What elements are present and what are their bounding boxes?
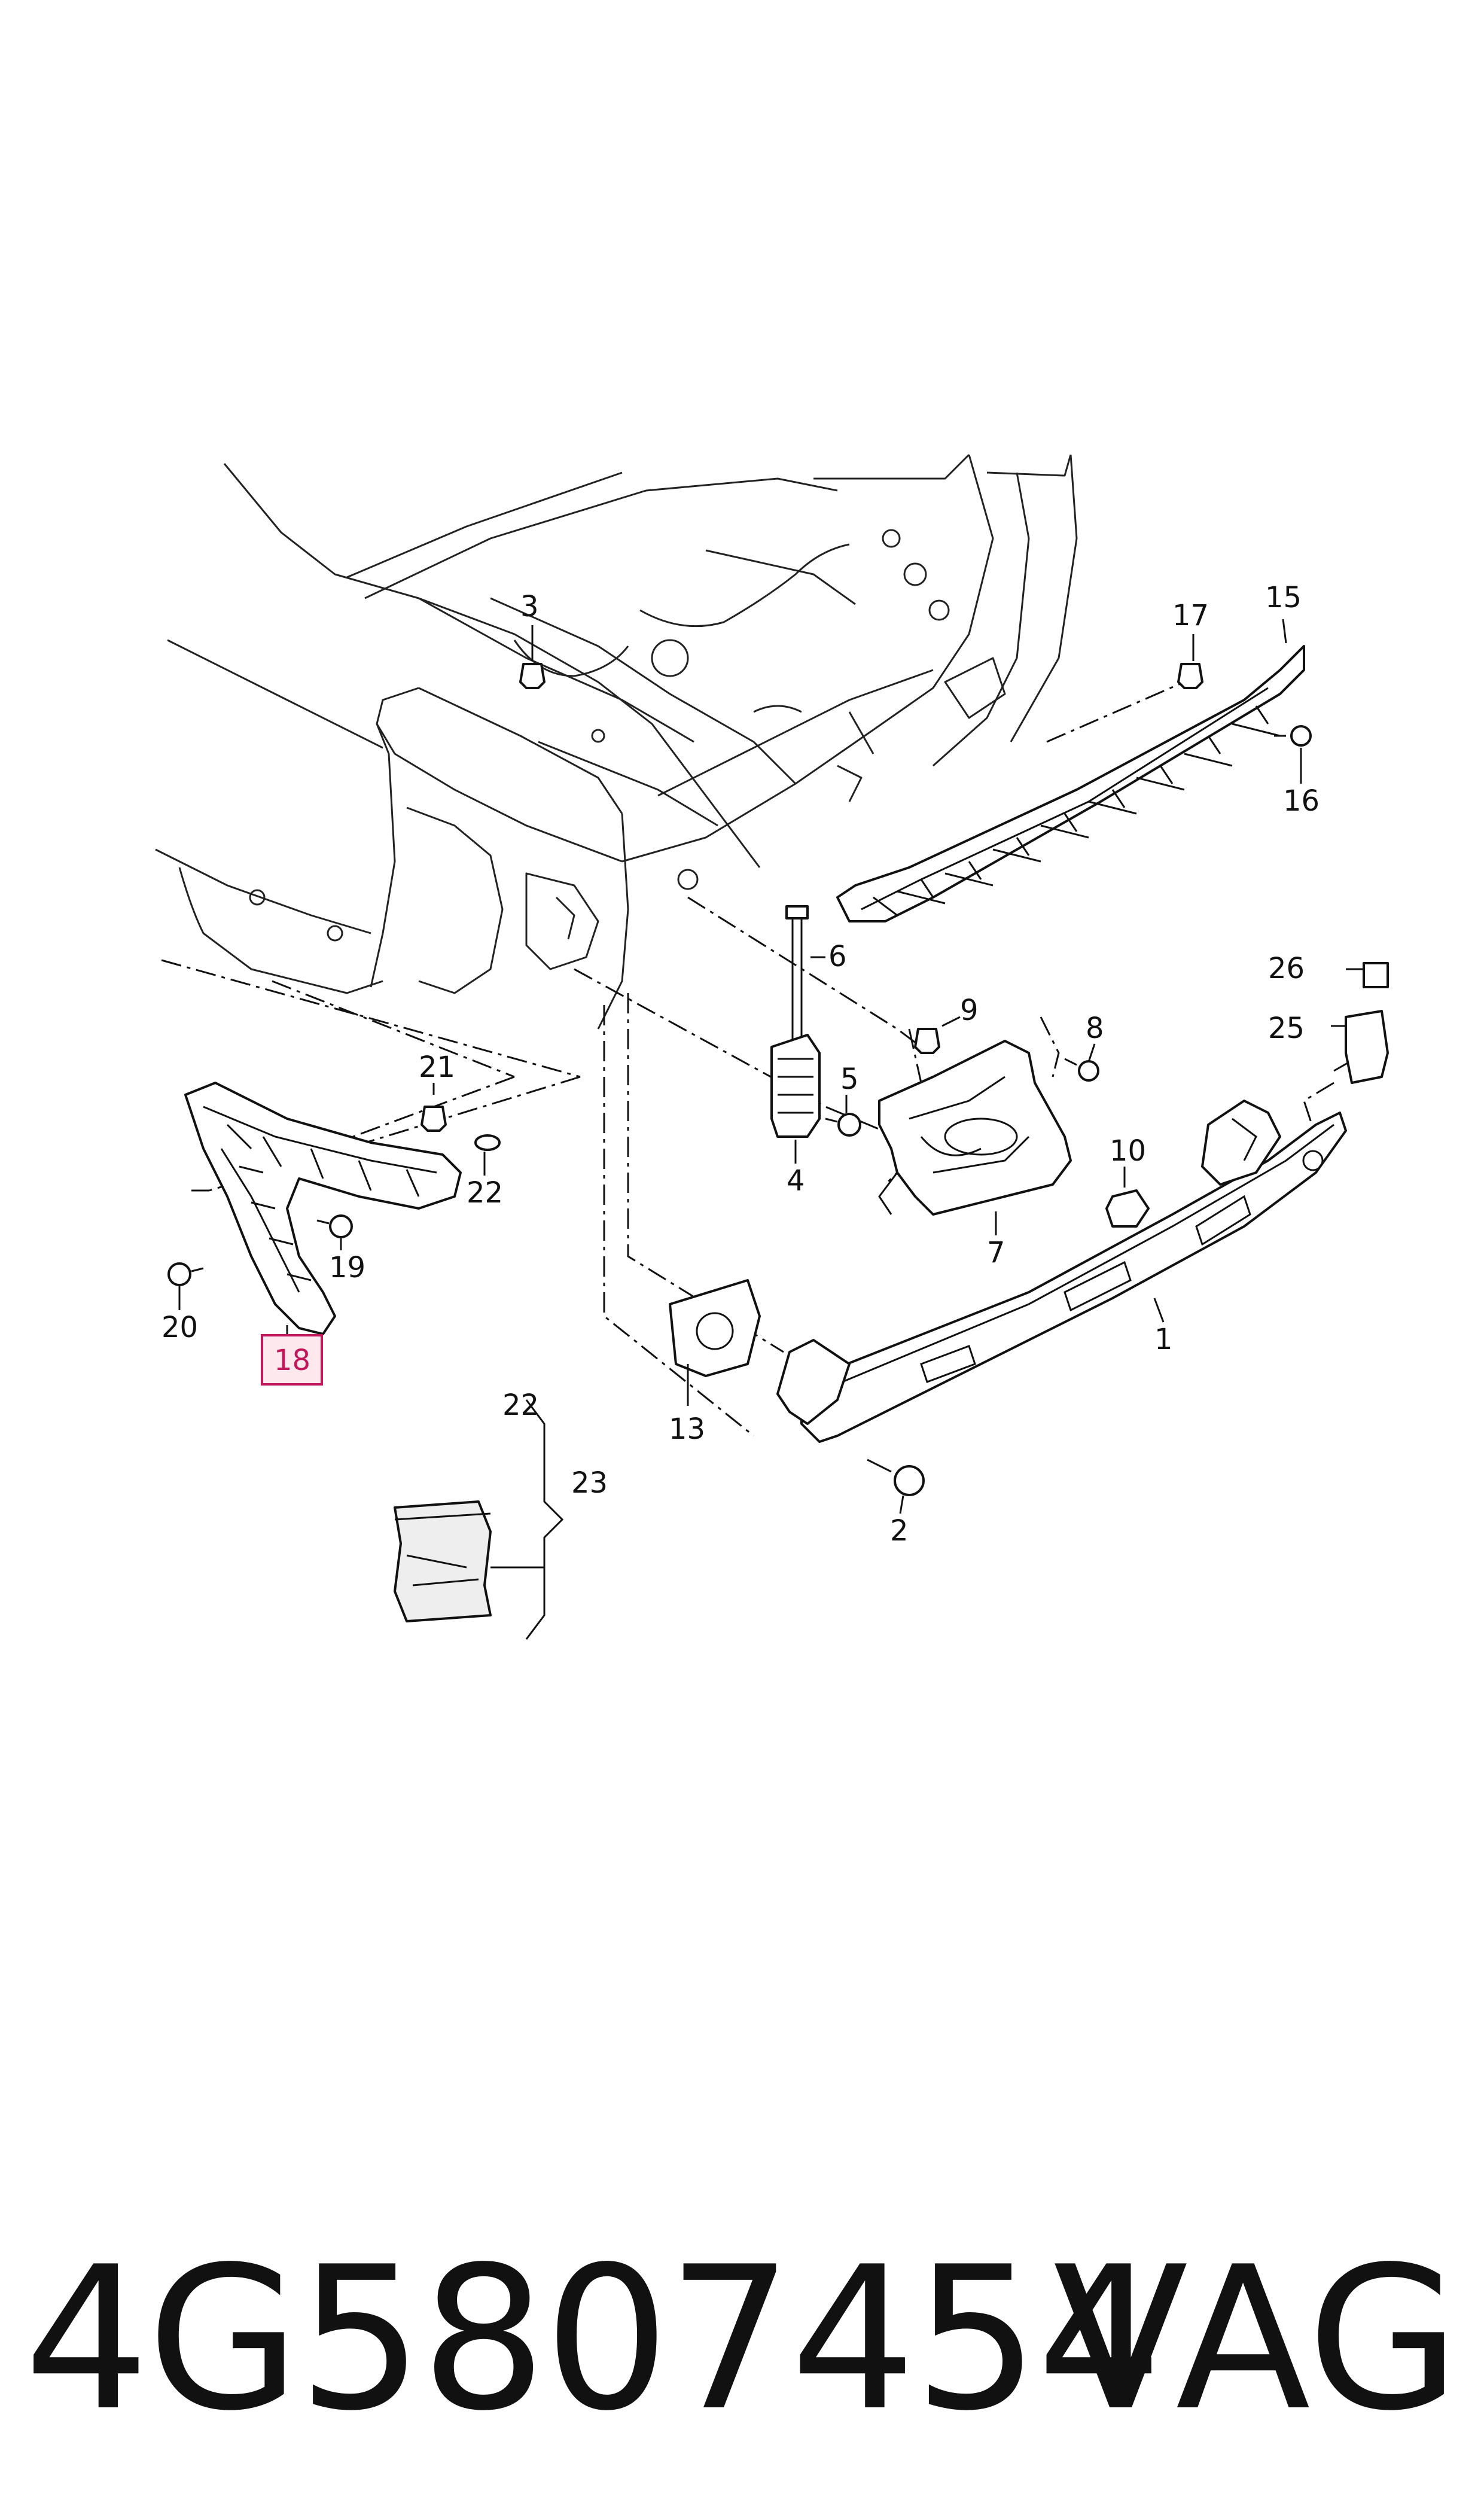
callout-5: 5 xyxy=(840,1062,859,1096)
callout-3: 3 xyxy=(520,590,539,623)
callout-15: 15 xyxy=(1265,581,1302,614)
callout-6: 6 xyxy=(828,940,847,973)
callout-21: 21 xyxy=(419,1051,455,1084)
brand-name: VAG xyxy=(1053,2224,1460,2454)
part-15-upper-absorber xyxy=(836,645,1305,922)
callout-4: 4 xyxy=(787,1164,805,1198)
part-4-6-bracket xyxy=(770,905,821,1138)
callout-17: 17 xyxy=(1172,599,1209,632)
callout-2: 2 xyxy=(890,1514,909,1548)
part-18-side-bracket xyxy=(184,1082,462,1335)
part-1-bumper-beam xyxy=(776,1100,1347,1443)
callout-25: 25 xyxy=(1268,1012,1305,1045)
callout-16: 16 xyxy=(1283,784,1320,818)
part-23-bag xyxy=(394,1399,564,1640)
callout-22-upper: 22 xyxy=(467,1176,503,1210)
callout-8: 8 xyxy=(1086,1012,1104,1045)
callout-22-lower: 22 xyxy=(502,1389,539,1422)
callout-9: 9 xyxy=(960,994,979,1027)
callout-7: 7 xyxy=(987,1236,1005,1269)
callout-18-highlight-box xyxy=(261,1334,323,1386)
callout-18: 18 xyxy=(274,1344,310,1377)
callout-10: 10 xyxy=(1110,1134,1146,1168)
callout-labels: 3 17 15 16 6 9 8 5 4 10 7 1 13 2 21 22 1… xyxy=(161,581,1320,1548)
callout-19: 19 xyxy=(329,1251,365,1284)
callout-23: 23 xyxy=(571,1466,608,1500)
part-number-footer: 4G5807454 VAG xyxy=(0,2213,1484,2465)
fasteners xyxy=(167,663,1389,1496)
part-number: 4G5807454 xyxy=(24,2224,1162,2454)
callout-26: 26 xyxy=(1268,952,1305,985)
callout-13: 13 xyxy=(669,1412,705,1446)
callout-1: 1 xyxy=(1154,1323,1173,1356)
assembly-lines xyxy=(161,681,1376,1437)
callout-20: 20 xyxy=(161,1311,198,1344)
part-13-plate xyxy=(669,1279,761,1377)
car-body-rear xyxy=(155,453,1078,1030)
part-7-mount xyxy=(878,1040,1072,1216)
leader-lines xyxy=(178,619,1364,1514)
